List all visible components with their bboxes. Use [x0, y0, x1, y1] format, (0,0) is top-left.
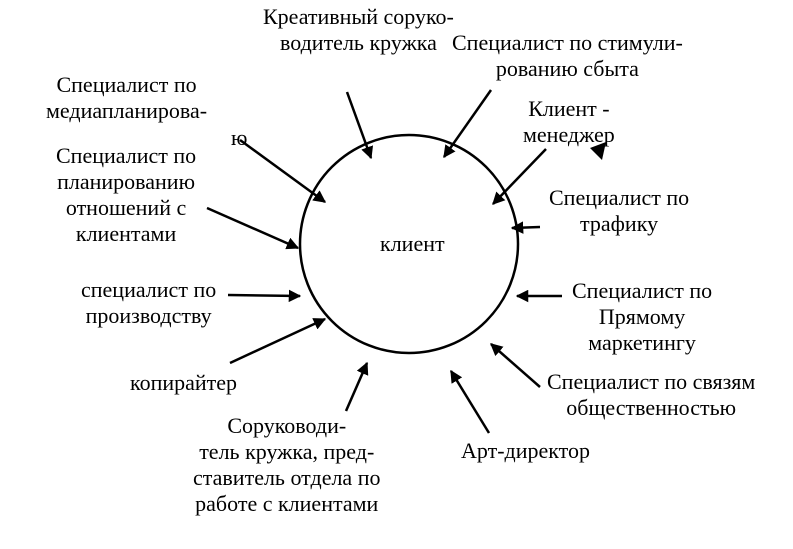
label-line: Специалист по связям	[547, 369, 756, 394]
label-art-director: Арт-директор	[461, 438, 590, 464]
label-line: Клиент -	[528, 96, 610, 121]
label-line: Специалист по стимули-	[452, 30, 683, 55]
label-creative-co-leader: Креативный соруко- водитель кружка	[263, 4, 454, 56]
label-line: клиентами	[75, 221, 177, 246]
label-line: Арт-директор	[461, 438, 590, 463]
label-line: Креативный соруко-	[263, 4, 454, 29]
label-line: общественностью	[566, 395, 737, 420]
label-line: медиапланирова-	[46, 98, 208, 123]
label-line: Специалист по	[572, 278, 713, 303]
label-line: маркетингу	[588, 330, 696, 355]
label-co-leader-client-dept: Соруководи- тель кружка, пред- ставитель…	[193, 413, 380, 517]
label-media-planning: Специалист по медиапланирова-	[46, 72, 207, 124]
label-production: специалист по производству	[81, 277, 216, 329]
label-line: отношений с	[65, 195, 187, 220]
label-line: Специалист по	[56, 143, 197, 168]
stray-arrowhead	[590, 142, 606, 160]
label-line: трафику	[580, 211, 659, 236]
label-client-manager: Клиент - менеджер	[523, 96, 615, 148]
arrow-client-manager	[492, 148, 547, 205]
label-sales-promotion: Специалист по стимули- рованию сбыта	[452, 30, 683, 82]
label-traffic: Специалист по трафику	[549, 185, 689, 237]
arrow-traffic	[510, 221, 541, 234]
label-direct-marketing: Специалист по Прямому маркетингу	[572, 278, 712, 356]
label-media-planning-tail: ю	[231, 125, 248, 150]
label-line: водитель кружка	[280, 30, 437, 55]
label-line: ставитель отдела по	[193, 465, 381, 490]
arrow-relations-planning	[206, 206, 300, 250]
arrow-copywriter	[229, 317, 327, 365]
label-copywriter: копирайтер	[130, 370, 237, 396]
arrow-media	[239, 138, 327, 204]
label-pr: Специалист по связям общественностью	[547, 369, 755, 421]
label-line: рованию сбыта	[495, 56, 639, 81]
label-line: специалист по	[81, 277, 217, 302]
center-label: клиент	[380, 231, 445, 256]
label-line: планированию	[57, 169, 196, 194]
label-line: тель кружка, пред-	[199, 439, 375, 464]
arrow-art-director	[449, 369, 491, 434]
arrow-co-leader	[344, 361, 369, 412]
label-relations-planning: Специалист по планированию отношений с к…	[56, 143, 196, 247]
arrow-pr	[490, 343, 541, 388]
label-line: Соруководи-	[227, 413, 347, 438]
label-line: Специалист по	[549, 185, 690, 210]
client-circle	[298, 133, 520, 355]
label-line: работе с клиентами	[195, 491, 379, 516]
label-line: менеджер	[523, 122, 615, 147]
label-line: Прямому	[598, 304, 686, 329]
label-line: Специалист по	[56, 72, 197, 97]
label-line: копирайтер	[130, 370, 238, 395]
label-line: производству	[85, 303, 212, 328]
arrow-sales-promo	[442, 89, 493, 159]
arrow-production	[227, 289, 302, 303]
arrow-creative	[345, 91, 374, 160]
